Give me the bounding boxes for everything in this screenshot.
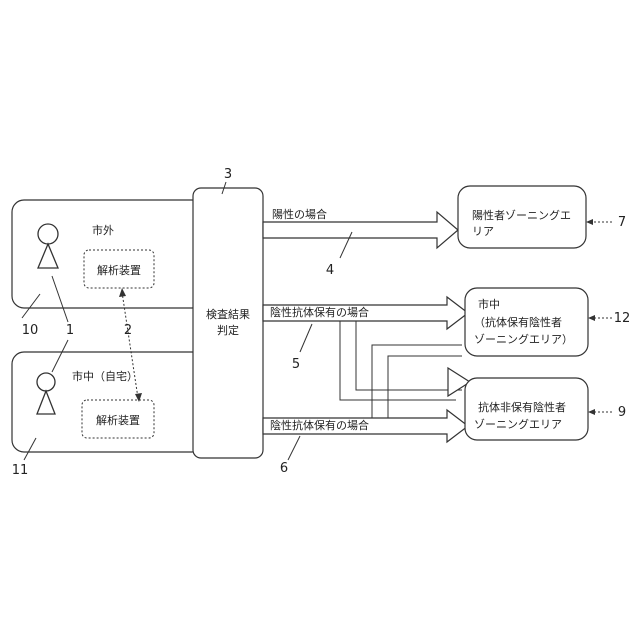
ref-2: 2 — [124, 323, 132, 338]
outside-city-label: 市外 — [92, 223, 114, 237]
city-zone-line3: ゾーニングエリア） — [474, 332, 573, 346]
city-arrow-label: 陰性抗体保有の場合 — [270, 305, 369, 319]
leader-6 — [288, 436, 300, 460]
ref-4: 4 — [326, 263, 334, 278]
connector-a — [340, 321, 456, 400]
ref-7: 7 — [618, 215, 626, 230]
city-zone-line1: 市中 — [478, 297, 500, 311]
ref-3: 3 — [224, 167, 232, 182]
home-region-label: 市中（自宅） — [72, 369, 138, 383]
nonantibody-arrow-label: 陰性抗体保有の場合 — [270, 418, 369, 432]
judgement-box — [193, 188, 263, 458]
nonantibody-zone-line2: ゾーニングエリア — [474, 417, 562, 431]
judgement-line1: 検査結果 — [206, 307, 250, 321]
positive-zone-line1: 陽性者ゾーニングエ — [472, 208, 571, 222]
analyzer-outside-label: 解析装置 — [97, 263, 141, 277]
ref-12: 12 — [614, 311, 631, 326]
ref-1: 1 — [66, 323, 74, 338]
leader-12-head — [588, 315, 595, 321]
ref-5: 5 — [292, 357, 300, 372]
positive-arrow-label: 陽性の場合 — [272, 207, 327, 221]
analyzer-home-label: 解析装置 — [96, 413, 140, 427]
ref-11: 11 — [12, 463, 29, 478]
city-zone-line2: （抗体保有陰性者 — [474, 315, 562, 329]
nonantibody-zone-line1: 抗体非保有陰性者 — [478, 400, 566, 414]
judgement-line2: 判定 — [217, 323, 239, 337]
leader-5 — [300, 324, 312, 352]
ref-9: 9 — [618, 405, 626, 420]
ref-10: 10 — [22, 323, 39, 338]
leader-9-head — [588, 409, 595, 415]
positive-zone-line2: リア — [472, 225, 494, 238]
ref-6: 6 — [280, 461, 288, 476]
leader-7-head — [586, 219, 593, 225]
